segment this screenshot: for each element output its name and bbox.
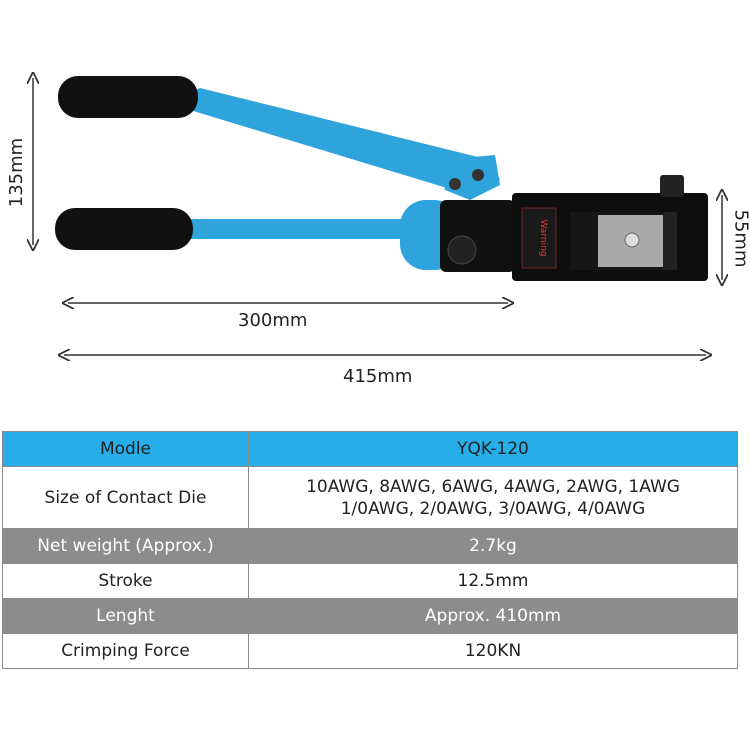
total-length-dimension: 415mm xyxy=(343,366,413,387)
height-dimension: 135mm xyxy=(6,137,28,208)
spec-label: Stroke xyxy=(2,563,249,599)
spec-value-line: 10AWG, 8AWG, 6AWG, 4AWG, 2AWG, 1AWG xyxy=(306,476,680,497)
spec-value: Approx. 410mm xyxy=(248,598,738,634)
handle-length-dimension: 300mm xyxy=(238,310,308,331)
spec-label: Crimping Force xyxy=(2,633,249,669)
spec-value: 12.5mm xyxy=(248,563,738,599)
spec-value: 120KN xyxy=(248,633,738,669)
spec-label: Lenght xyxy=(2,598,249,634)
head-height-dimension: 55mm xyxy=(730,209,750,268)
spec-value-line: 1/0AWG, 2/0AWG, 3/0AWG, 4/0AWG xyxy=(340,498,646,519)
table-row: Net weight (Approx.)2.7kg xyxy=(2,528,738,564)
spec-value: 2.7kg xyxy=(248,528,738,564)
upper-grip xyxy=(58,76,198,118)
hydraulic-crimper-illustration: Warning xyxy=(0,0,750,420)
warning-label: Warning xyxy=(538,219,548,256)
lower-grip xyxy=(55,208,193,250)
spec-label: Size of Contact Die xyxy=(2,466,249,529)
spec-label: Modle xyxy=(2,431,249,467)
spec-value: YQK-120 xyxy=(248,431,738,467)
lower-handle xyxy=(185,219,410,239)
spec-label: Net weight (Approx.) xyxy=(2,528,249,564)
upper-handle xyxy=(190,88,500,195)
pump-body xyxy=(440,200,515,272)
